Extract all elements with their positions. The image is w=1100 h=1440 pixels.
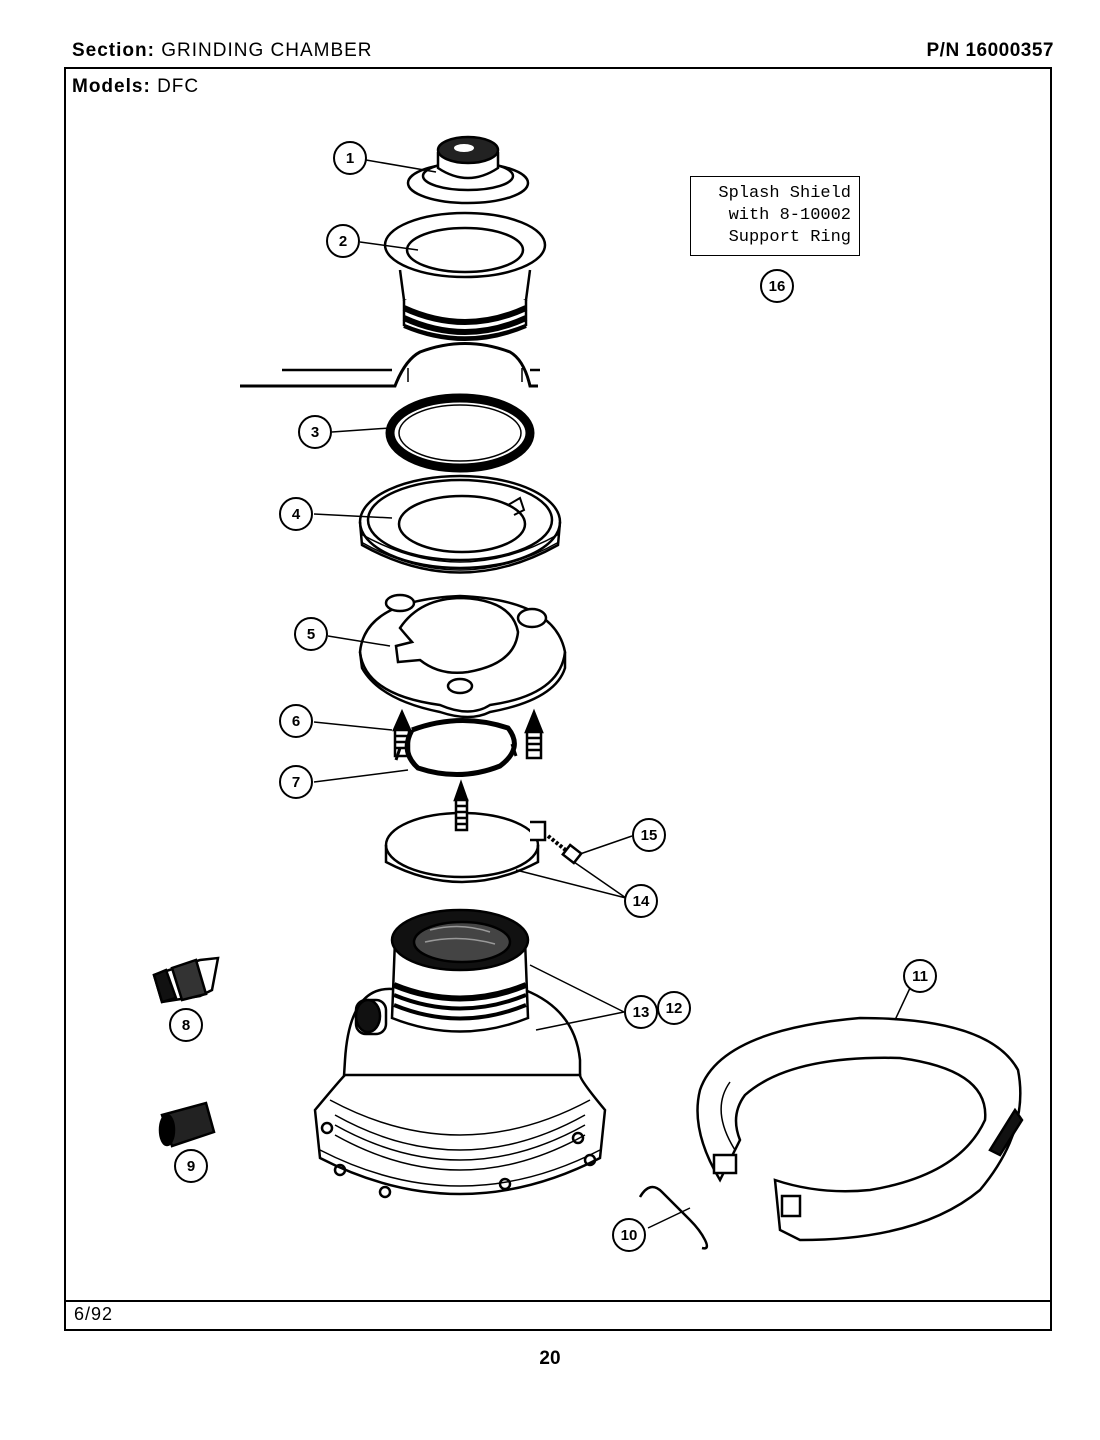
callout-6: 6 [279,704,313,738]
callout-14: 14 [624,884,658,918]
part-10-spring-clip [638,1185,709,1250]
leader-lines [313,159,911,1229]
splash-shield-note: Splash Shield with 8-10002 Support Ring [690,176,860,256]
svg-text:12: 12 [666,1000,683,1017]
callout-4: 4 [279,497,313,531]
part-12-13-grinding-chamber [313,908,607,1199]
callout-16: 16 [760,269,794,303]
svg-text:5: 5 [307,626,315,643]
callout-13: 13 [624,995,658,1029]
callout-12: 12 [657,991,691,1025]
models-value: DFC [157,76,200,97]
part-4-mounting-ring [358,474,562,574]
part-8-fitting [152,956,220,1004]
svg-text:8: 8 [182,1017,190,1034]
part-number: P/N 16000357 [926,40,1054,61]
part-14-clamp-ring [384,779,547,884]
page-number: 20 [539,1348,561,1369]
models-line: Models: DFC [72,76,199,98]
part-1-stopper [406,135,530,205]
svg-text:2: 2 [339,233,347,250]
svg-text:7: 7 [292,774,300,791]
svg-text:9: 9 [187,1158,195,1175]
callout-11: 11 [903,959,937,993]
svg-text:4: 4 [292,506,301,523]
svg-text:11: 11 [912,968,928,985]
part-11-split-ring [696,1016,1024,1242]
part-7-snap-ring [394,718,518,777]
svg-text:13: 13 [633,1004,650,1021]
section-header: Section: GRINDING CHAMBER [72,40,373,62]
models-label: Models: [72,76,151,97]
callout-9: 9 [174,1149,208,1183]
sink-cross-section [240,342,540,388]
svg-text:16: 16 [769,278,786,295]
svg-text:3: 3 [311,424,319,441]
part-9-coupling [158,1101,216,1148]
section-label: Section: [72,40,155,61]
callout-1: 1 [333,141,367,175]
note-line-3: Support Ring [728,228,851,247]
callout-5: 5 [294,617,328,651]
callout-3: 3 [298,415,332,449]
svg-text:10: 10 [621,1227,638,1244]
part-15-bolt [546,834,583,865]
note-line-1: Splash Shield [718,184,851,203]
note-line-2: with 8-10002 [728,206,851,225]
part-2-flange [383,211,547,341]
svg-text:6: 6 [292,713,300,730]
svg-text:15: 15 [641,827,658,844]
part-3-gasket [385,393,535,473]
footer-divider [64,1300,1052,1302]
date-code: 6/92 [74,1304,114,1324]
diagram-frame [64,67,1052,1331]
svg-text:14: 14 [633,893,650,910]
callout-8: 8 [169,1008,203,1042]
callout-2: 2 [326,224,360,258]
svg-text:1: 1 [346,150,354,167]
callout-7: 7 [279,765,313,799]
callout-10: 10 [612,1218,646,1252]
part-5-mounting-plate [358,593,567,719]
section-title: GRINDING CHAMBER [161,40,373,61]
callout-15: 15 [632,818,666,852]
